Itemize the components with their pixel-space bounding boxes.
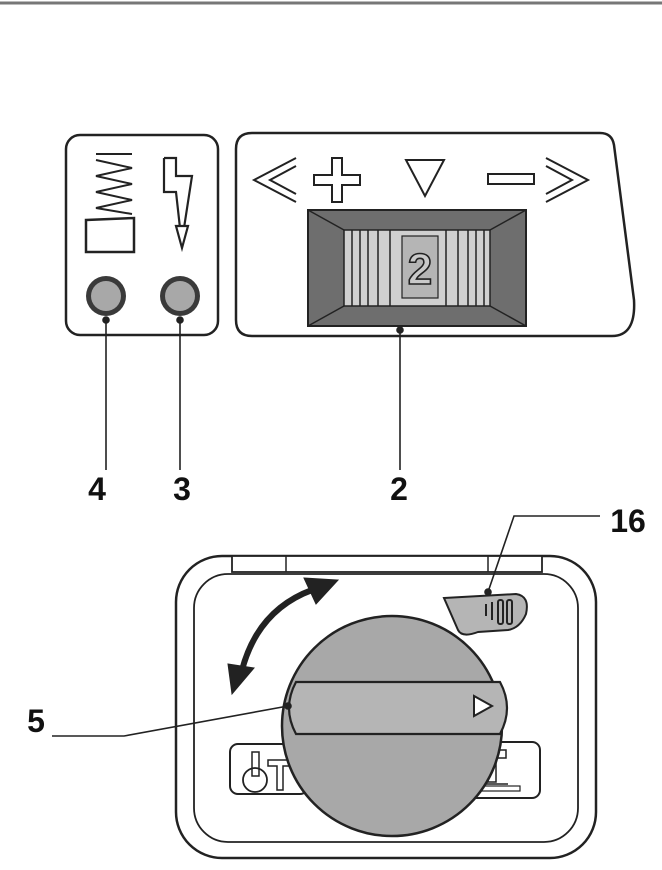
rotate-arrow-icon <box>227 577 340 696</box>
spring-icon <box>84 153 136 254</box>
leader-lines-top <box>102 316 404 470</box>
led-indicator-3 <box>160 276 200 316</box>
minus-icon <box>487 173 535 185</box>
leader-line-5 <box>52 702 292 737</box>
callout-2: 2 <box>390 471 408 507</box>
rotary-knob[interactable] <box>280 614 509 838</box>
adjust-panel: 2 <box>234 131 636 338</box>
callout-5: 5 <box>27 703 45 739</box>
leader-line-16 <box>484 515 600 596</box>
arrow-left-icon <box>251 157 297 203</box>
arrow-right-icon <box>545 157 591 203</box>
pointer-triangle-icon <box>473 694 495 718</box>
slider-switch[interactable] <box>442 592 528 636</box>
lightning-bolt-icon <box>162 156 194 253</box>
callout-4: 4 <box>88 471 106 507</box>
callout-16: 16 <box>610 503 646 539</box>
callout-3: 3 <box>173 471 191 507</box>
led-indicator-4 <box>86 276 126 316</box>
thumbwheel[interactable]: 2 <box>307 209 527 327</box>
slider-icon <box>485 599 513 625</box>
indicator-panel <box>64 133 220 337</box>
plus-icon <box>313 157 361 203</box>
triangle-down-icon <box>404 159 446 199</box>
thumbwheel-value: 2 <box>408 245 432 294</box>
